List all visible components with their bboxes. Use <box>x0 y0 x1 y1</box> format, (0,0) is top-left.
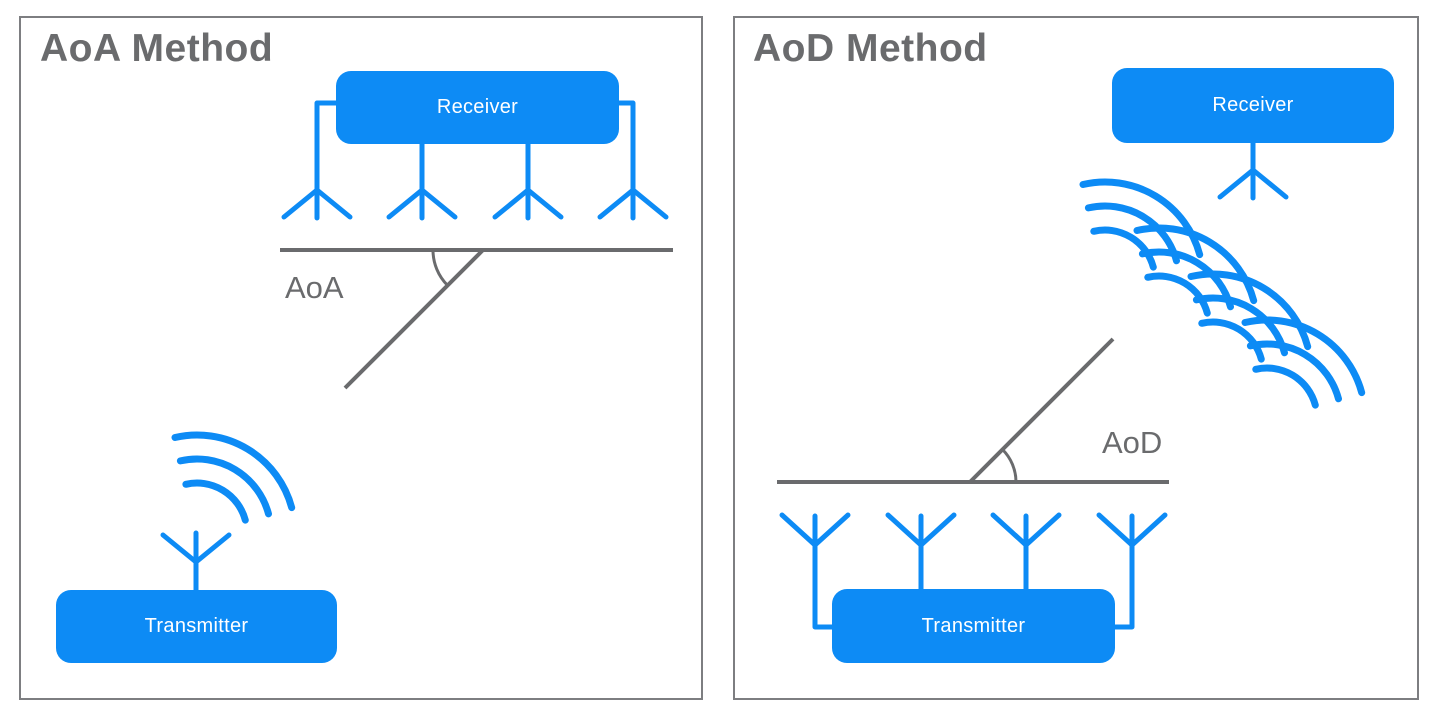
aod-receiver-label: Receiver <box>1212 94 1294 116</box>
aoa-receiver-label: Receiver <box>436 96 519 118</box>
aod-panel-title: AoD Method <box>753 27 988 70</box>
aod-receiver-box: Receiver <box>1112 68 1394 143</box>
aod-transmitter-label: Transmitter <box>921 614 1026 637</box>
aoa-angle-arc-icon <box>431 249 449 287</box>
aoa-receiver-antenna-array-icon <box>281 100 669 221</box>
aod-outgoing-signal-line <box>968 337 1115 484</box>
aod-receiver-antenna-icon <box>1217 140 1289 201</box>
aod-transmitter-box: Transmitter <box>832 589 1115 663</box>
aoa-transmitter-label: Transmitter <box>144 615 249 637</box>
aod-transmitter-antenna-array-icon <box>779 512 1168 630</box>
aoa-angle-label: AoA <box>285 270 344 305</box>
aod-angle-arc-icon <box>1001 448 1018 483</box>
aoa-transmitter-antenna-icon <box>160 530 232 593</box>
aod-radio-waves-icon <box>1079 178 1366 409</box>
aoa-incoming-signal-line <box>343 248 485 390</box>
aoa-receiver-box: Receiver <box>336 71 619 144</box>
aoa-radio-waves-icon <box>171 431 296 524</box>
aod-angle-label: AoD <box>1102 425 1163 460</box>
aoa-transmitter-box: Transmitter <box>56 590 337 663</box>
aoa-panel-title: AoA Method <box>40 27 274 70</box>
